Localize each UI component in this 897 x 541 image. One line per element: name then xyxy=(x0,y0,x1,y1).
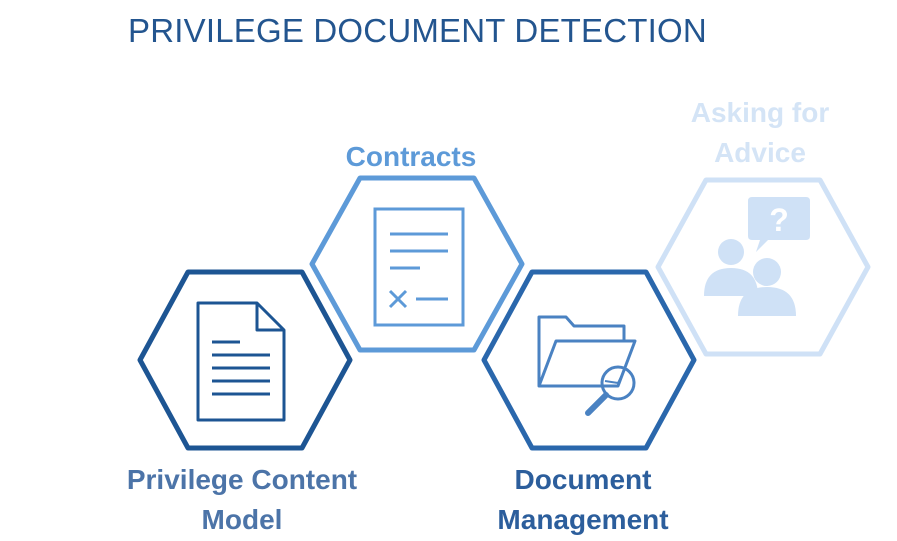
advice-icon: ? xyxy=(704,197,810,316)
person-body-icon xyxy=(704,268,758,296)
folder-search-icon xyxy=(537,315,637,416)
person-body-icon xyxy=(738,287,796,316)
question-mark-glyph: ? xyxy=(769,202,789,238)
label-document-management: Document Management xyxy=(452,460,714,540)
label-line: Asking for xyxy=(690,97,830,128)
hexagon-asking-for-advice xyxy=(655,177,871,357)
page-title: PRIVILEGE DOCUMENT DETECTION xyxy=(128,12,707,49)
label-privilege-content-model: Privilege Content Model xyxy=(97,460,387,540)
label-asking-for-advice: Asking for Advice xyxy=(650,93,870,173)
person-head-icon xyxy=(718,239,744,265)
label-line: Document xyxy=(514,464,652,495)
label-contracts: Contracts xyxy=(296,137,526,177)
label-line: Contracts xyxy=(345,141,477,172)
hexagon-contracts xyxy=(309,175,525,353)
hexagon-privilege-content-model xyxy=(137,269,353,451)
label-line: Advice xyxy=(714,137,806,168)
label-line: Privilege Content xyxy=(126,464,358,495)
hexagon-document-management xyxy=(481,269,697,451)
document-icon xyxy=(196,301,286,422)
contract-icon xyxy=(373,207,465,327)
label-line: Model xyxy=(201,504,283,535)
label-line: Management xyxy=(497,504,669,535)
speech-bubble-icon xyxy=(748,197,810,252)
person-head-icon xyxy=(753,258,781,286)
